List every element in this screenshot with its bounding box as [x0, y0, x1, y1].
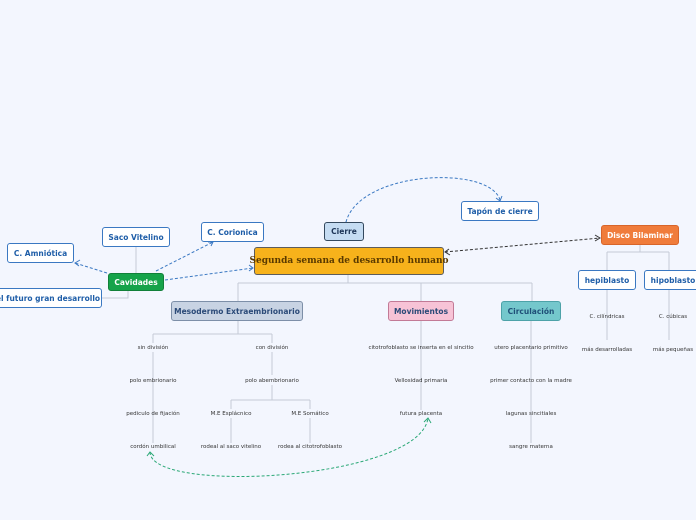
leaf-me-somatico: M.E Somático — [291, 411, 329, 417]
leaf-con-division: con división — [255, 345, 289, 351]
leaf-mas-pequenas: más pequeñas — [652, 347, 694, 353]
leaf-mas-desarrolladas: más desarrolladas — [581, 347, 633, 353]
leaf-cordon-umbilical: cordón umbilical — [130, 444, 176, 450]
arrowhead-central — [444, 248, 451, 256]
arrowhead-disco — [594, 234, 601, 242]
leaf-polo-embrionario: polo embrionario — [129, 378, 177, 384]
leaf-sin-division: sin división — [137, 345, 169, 351]
topic-hepiblasto[interactable]: hepiblasto — [578, 270, 636, 290]
relation-cordon-placenta — [149, 417, 429, 477]
relation-cavidades-central — [164, 267, 254, 281]
leaf-me-esplacnico: M.E Esplácnico — [210, 411, 252, 417]
topic-movimientos[interactable]: Movimientos — [388, 301, 454, 321]
arrowhead-amniotica — [74, 259, 81, 267]
topic-hipoblasto[interactable]: hipoblasto — [644, 270, 696, 290]
relation-cavidades-corionica — [155, 241, 214, 272]
leaf-sangre-materna: sangre materna — [509, 444, 553, 450]
relation-central-disco — [444, 237, 601, 253]
leaf-citotrofoblasto-inserta: citotrofoblasto se inserta en el sinciti… — [368, 345, 474, 351]
leaf-polo-abembrionario: polo abembrionario — [245, 378, 299, 384]
topic-tapon-de-cierre[interactable]: Tapón de cierre — [461, 201, 539, 221]
branch-connector-disco — [606, 245, 670, 270]
arrowhead-cordon — [146, 451, 155, 457]
topic-c-amniotica[interactable]: C. Amniótica — [7, 243, 74, 263]
branch-connector-central — [237, 275, 533, 301]
leaf-cilindricas: C. cilíndricas — [589, 314, 625, 320]
branch-connector-meso — [152, 321, 273, 343]
leaf-vellosidad-primaria: Vellosidad primaria — [394, 378, 448, 384]
arrowhead-to-central — [248, 264, 254, 272]
leaf-lagunas-sincitiales: lagunas sincitiales — [505, 411, 557, 417]
branch-connector-con — [230, 352, 311, 443]
leaf-primer-contacto: primer contacto con la madre — [490, 378, 572, 384]
leaf-pediculo-de-fijacion: pediculo de fijación — [126, 411, 180, 417]
central-topic[interactable]: Segunda semana de desarrollo humano — [249, 247, 449, 275]
topic-cavidades[interactable]: Cavidades — [108, 273, 164, 291]
topic-disco-bilaminar[interactable]: Disco Bilaminar — [601, 225, 679, 245]
topic-cierre[interactable]: Cierre — [324, 222, 364, 241]
topic-saco-vitelino[interactable]: Saco Vitelino — [102, 227, 170, 247]
leaf-rodea-citotrofoblasto: rodea al citotrofoblasto — [278, 444, 342, 450]
topic-futuro-gran-desarrollo[interactable]: el futuro gran desarrollo — [0, 288, 102, 308]
arrowhead-corionica — [208, 241, 214, 247]
leaf-futura-placenta: futura placenta — [399, 411, 443, 417]
arrowhead-placenta — [423, 417, 432, 424]
topic-c-corionica[interactable]: C. Corionica — [201, 222, 264, 242]
leaf-rodeal-saco-vitelino: rodeal al saco vitelino — [200, 444, 262, 450]
topic-circulacion[interactable]: Circulación — [501, 301, 561, 321]
branch-connector-futuro — [102, 291, 129, 299]
leaf-cubicas: C. cúbicas — [658, 314, 688, 320]
relation-cavidades-amniotica — [74, 262, 108, 274]
leaf-utero-placentario: utero placentario primitivo — [494, 345, 568, 351]
topic-mesodermo-extraembrionario[interactable]: Mesodermo Extraembrionario — [171, 301, 303, 321]
